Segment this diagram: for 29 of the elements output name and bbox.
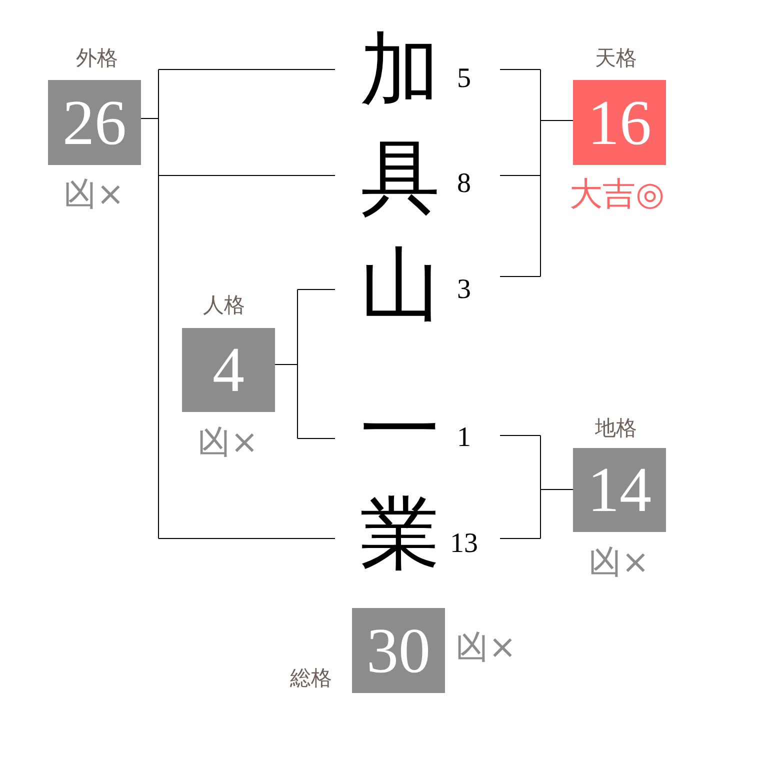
bracket-line — [274, 289, 336, 439]
score-box: 14 — [573, 448, 666, 532]
bracket-line — [500, 69, 574, 277]
kanji-character: 業 — [360, 494, 440, 574]
fortune-label: 凶× — [64, 176, 124, 212]
stroke-count: 1 — [457, 424, 471, 452]
category-label: 外格 — [76, 46, 118, 70]
kanji-character: 山 — [360, 245, 440, 325]
category-label: 地格 — [595, 416, 637, 440]
kanji-character: 一 — [360, 390, 440, 470]
bracket-line — [140, 69, 336, 539]
kanji-character: 具 — [360, 138, 440, 218]
stroke-count: 13 — [450, 530, 478, 558]
stroke-count: 5 — [457, 65, 471, 93]
stroke-count: 8 — [457, 170, 471, 198]
category-label: 天格 — [595, 46, 637, 70]
kanji-character: 加 — [360, 30, 440, 110]
score-box: 4 — [182, 328, 275, 412]
fortune-label: 凶× — [198, 424, 258, 460]
score-box: 16 — [573, 80, 666, 165]
fortune-label: 凶× — [588, 544, 650, 580]
bracket-line — [500, 435, 574, 539]
score-box: 26 — [48, 80, 141, 165]
category-label: 総格 — [290, 666, 332, 690]
fortune-label: 凶× — [456, 629, 516, 665]
fortune-label: 大吉◎ — [570, 176, 664, 212]
score-box: 30 — [352, 608, 445, 693]
category-label: 人格 — [203, 293, 245, 317]
stroke-count: 3 — [457, 276, 471, 304]
